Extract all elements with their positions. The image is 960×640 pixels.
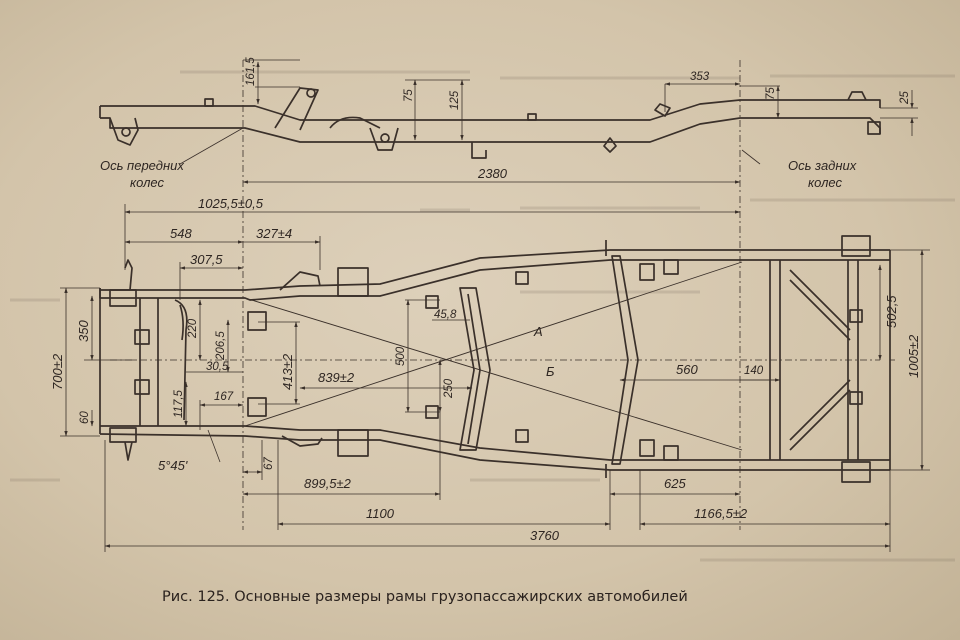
dim-220: 220 — [187, 318, 199, 339]
dim-75-front: 75 — [403, 89, 415, 102]
dim-1005: 1005±2 — [906, 334, 921, 378]
dim-350: 350 — [76, 320, 91, 342]
dim-500: 500 — [395, 346, 407, 366]
dim-548: 548 — [170, 226, 192, 241]
figure-caption: Рис. 125. Основные размеры рамы грузопас… — [162, 589, 688, 605]
rear-axle-label-line-1: Ось задних — [788, 158, 857, 173]
front-axle-label-line-1: Ось передних — [100, 158, 184, 173]
side-view — [99, 59, 918, 195]
lower-side-member-inner — [99, 433, 890, 471]
center-x-crossmember — [459, 287, 491, 451]
dim-700: 700±2 — [50, 353, 65, 390]
dim-161-5: 161,5 — [245, 57, 257, 86]
front-crossmember — [139, 298, 159, 426]
dim-250: 250 — [443, 378, 455, 399]
dim-327: 327±4 — [256, 226, 292, 241]
side-center-bolt — [603, 137, 617, 153]
diagonal-b — [244, 261, 743, 427]
front-axle-label-line-2: колес — [130, 175, 164, 190]
plan-view — [60, 196, 930, 552]
dim-67: 67 — [263, 457, 275, 470]
side-rail-bottom — [100, 117, 881, 143]
rear-spring-hanger — [654, 103, 671, 117]
diagonal-a — [244, 297, 743, 451]
steering-bracket — [274, 87, 319, 131]
dim-60: 60 — [79, 411, 91, 424]
mid-crossmember — [611, 255, 639, 465]
diagonal-a-label: А — [533, 324, 543, 339]
diagonal-b-label: Б — [546, 364, 555, 379]
lower-side-member-outer — [100, 425, 890, 461]
dim-839: 839±2 — [318, 370, 355, 385]
dim-30: 30,5 — [206, 361, 229, 373]
upper-side-member-inner — [100, 249, 890, 291]
bleed-through-texture — [10, 70, 955, 562]
dim-899: 899,5±2 — [304, 476, 352, 491]
dim-353: 353 — [690, 71, 710, 83]
dim-125: 125 — [449, 90, 461, 110]
dim-45-8: 45,8 — [434, 309, 457, 321]
dim-1025: 1025,5±0,5 — [198, 196, 264, 211]
dim-75-rear: 75 — [765, 87, 777, 100]
dim-3760: 3760 — [530, 528, 560, 543]
dim-1166: 1166,5±2 — [694, 506, 748, 521]
dim-307: 307,5 — [190, 252, 223, 267]
side-view-labels: Ось передних колес Ось задних колес 161,… — [100, 57, 911, 190]
dim-140: 140 — [744, 365, 764, 377]
dim-206: 206,5 — [215, 331, 227, 361]
angle-5-45: 5°45' — [158, 458, 188, 473]
dim-625: 625 — [664, 476, 686, 491]
dim-1100: 1100 — [366, 506, 395, 521]
dim-502: 502,5 — [884, 295, 899, 328]
dim-413: 413±2 — [280, 353, 295, 390]
plan-view-labels: 1025,5±0,5 548 327±4 307,5 350 700±2 60 … — [50, 196, 921, 543]
dim-2380: 2380 — [477, 166, 508, 181]
side-rail-top — [100, 99, 881, 121]
dim-167: 167 — [214, 391, 234, 403]
front-spring-hanger — [109, 117, 139, 146]
upper-side-member-outer — [99, 259, 890, 301]
rear-axle-label-line-2: колес — [808, 175, 842, 190]
dim-117: 117,5 — [173, 389, 185, 418]
dim-560: 560 — [676, 362, 698, 377]
dim-25: 25 — [899, 91, 911, 105]
